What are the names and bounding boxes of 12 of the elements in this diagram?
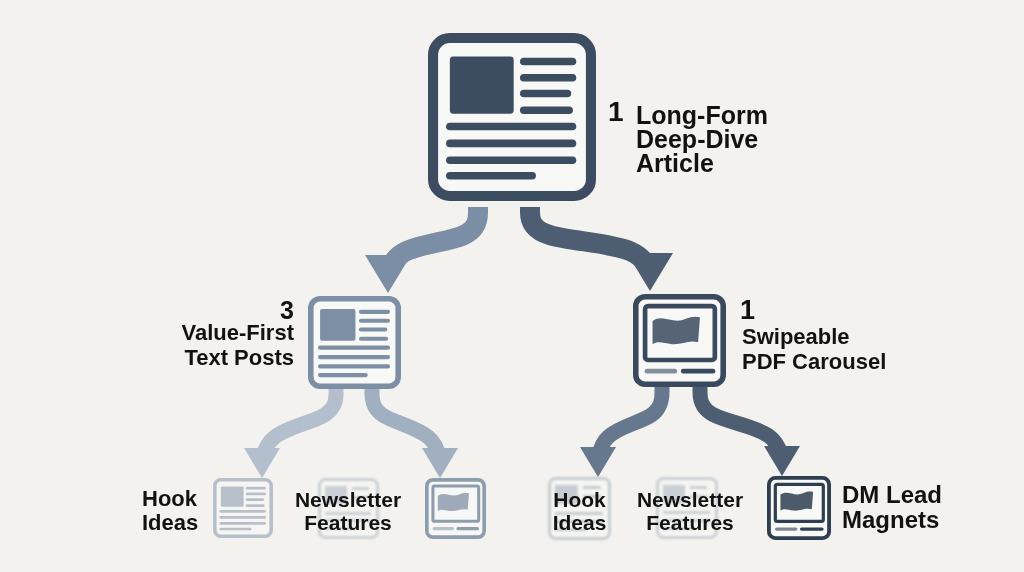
node-label: Value-First Text Posts (180, 320, 294, 370)
count-number: 3 (279, 297, 294, 323)
node-label: Newsletter Features (635, 488, 745, 534)
node-label: Long-Form Deep-Dive Article (636, 103, 769, 175)
node-label: Swipeable PDF Carousel (742, 324, 888, 374)
document-tile (548, 477, 611, 540)
node-label: Hook Ideas (142, 487, 200, 535)
node-label: Newsletter Features (293, 488, 403, 534)
node-label: Hook Ideas (551, 488, 608, 534)
count-number: 1 (740, 296, 757, 324)
node-label: DM Lead Magnets (842, 482, 943, 532)
count-number: 1 (608, 97, 625, 127)
